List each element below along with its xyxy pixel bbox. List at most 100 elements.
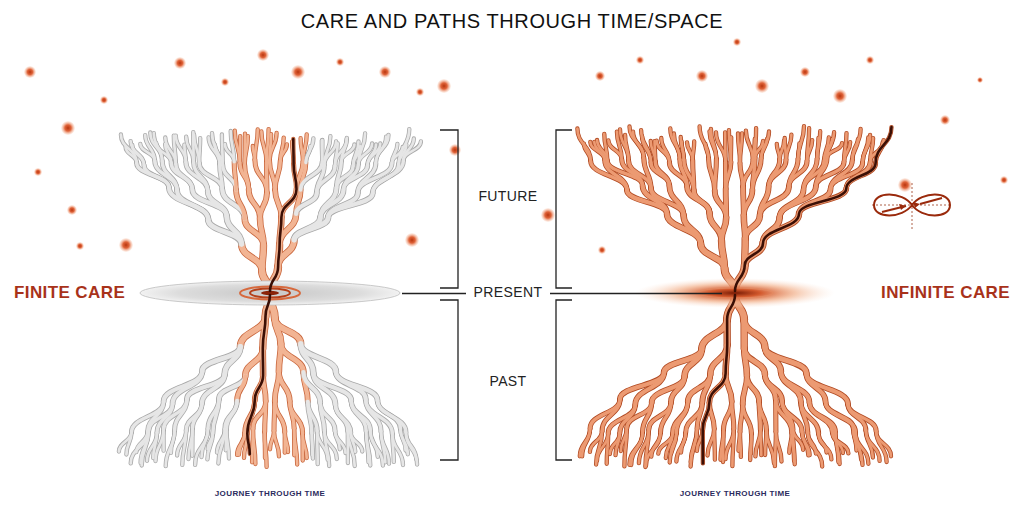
branch: [729, 130, 731, 162]
branch: [336, 372, 378, 400]
branch: [227, 216, 242, 244]
branch: [245, 165, 249, 189]
branch: [685, 349, 702, 376]
time-brackets: [402, 130, 722, 460]
particle-dot: [437, 79, 451, 93]
branch: [279, 371, 290, 401]
branch: [652, 376, 685, 402]
axis-caption: JOURNEY THROUGH TIME: [680, 490, 791, 499]
particle-dot: [24, 66, 36, 78]
branch: [242, 244, 262, 270]
branch: [253, 428, 255, 464]
particle-dot: [541, 208, 555, 222]
branch: [373, 161, 404, 194]
present-leader-right: [550, 293, 722, 294]
branch-tree: [119, 295, 417, 467]
branch: [676, 433, 685, 462]
branch: [635, 373, 664, 405]
branch: [274, 431, 279, 457]
branch: [631, 432, 642, 465]
branch: [852, 129, 860, 160]
branch: [671, 376, 685, 403]
branch: [280, 144, 287, 161]
branch: [752, 159, 761, 191]
branch: [226, 400, 237, 429]
branch: [667, 214, 701, 244]
particle-dot: [800, 67, 810, 77]
branch: [750, 434, 753, 454]
branch: [296, 193, 317, 214]
branch: [225, 346, 241, 374]
branch: [844, 142, 850, 162]
branch: [687, 187, 709, 213]
branch: [641, 130, 651, 163]
branch: [202, 374, 225, 403]
branch: [335, 404, 350, 433]
branch: [616, 433, 620, 455]
branch: [651, 141, 656, 162]
branch: [684, 160, 694, 191]
branch: [237, 376, 245, 400]
particle-dot: [416, 88, 424, 96]
branch: [584, 144, 591, 162]
branch: [235, 131, 240, 163]
branch: [191, 428, 194, 456]
branch: [798, 126, 804, 159]
branch: [245, 219, 264, 245]
branch: [186, 404, 202, 431]
branch: [732, 401, 734, 429]
branch: [833, 433, 849, 454]
branch: [189, 428, 193, 459]
branch: [732, 401, 734, 429]
branch: [294, 428, 297, 465]
branch: [294, 217, 328, 240]
branch: [670, 128, 680, 159]
branch: [739, 432, 743, 457]
branch: [693, 141, 695, 160]
particle-dot: [119, 238, 133, 252]
particle-dot: [755, 79, 769, 93]
branch: [671, 433, 677, 454]
branch: [237, 376, 245, 400]
branch: [661, 403, 671, 433]
branch: [681, 137, 684, 160]
branch: [164, 371, 203, 401]
branch: [722, 218, 727, 241]
branch: [681, 433, 686, 453]
branch: [744, 190, 753, 216]
branch: [265, 432, 267, 467]
branch: [275, 161, 280, 190]
branch: [776, 431, 782, 461]
branch: [747, 376, 759, 402]
branch: [166, 430, 175, 466]
branch: [260, 193, 267, 218]
branch: [312, 433, 313, 459]
branch: [732, 429, 733, 466]
branch: [155, 161, 177, 191]
branch: [335, 431, 346, 453]
branch: [625, 135, 629, 161]
branch: [184, 145, 186, 163]
branch: [245, 136, 248, 165]
branch: [182, 430, 186, 465]
time-label: PRESENT: [474, 285, 543, 300]
branch: [726, 374, 732, 402]
branch: [769, 160, 786, 187]
branch: [705, 144, 708, 158]
branch: [234, 162, 236, 190]
journey-path: [247, 127, 891, 463]
side-heading: INFINITE CARE: [881, 284, 1010, 303]
branch: [806, 373, 848, 404]
branch: [199, 138, 200, 163]
branch: [335, 404, 350, 433]
branch: [260, 193, 267, 218]
branch: [744, 320, 765, 347]
branch: [625, 135, 629, 161]
branch: [766, 430, 774, 463]
branch: [740, 133, 742, 163]
diagram-title: CARE AND PATHS THROUGH TIME/SPACE: [301, 10, 723, 32]
branch: [239, 136, 242, 163]
branch: [218, 429, 225, 464]
branch: [745, 215, 760, 239]
